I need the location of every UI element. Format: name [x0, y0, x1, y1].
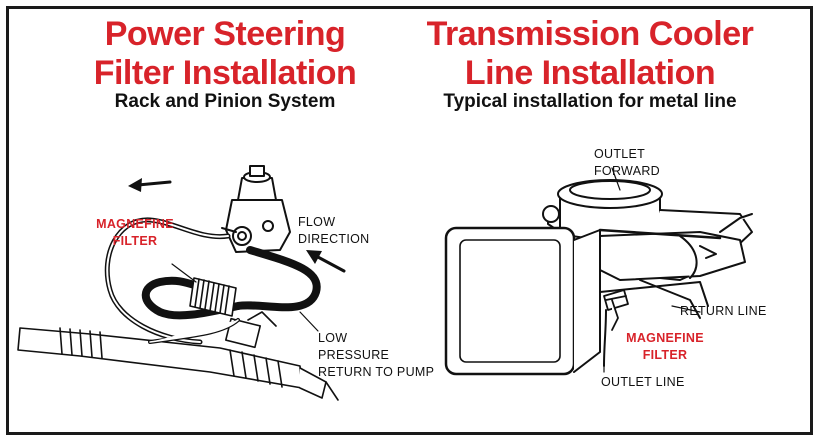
low-label-line3: RETURN TO PUMP	[318, 365, 435, 379]
left-title-line2: Filter Installation	[93, 54, 357, 92]
low-pressure-return-label: LOW PRESSURE RETURN TO PUMP	[318, 330, 434, 381]
magnefine-filter-left	[171, 263, 237, 317]
outlet-line-label: OUTLET LINE	[601, 375, 685, 389]
right-title-line2: Line Installation	[464, 54, 716, 92]
flow-arrow-top-icon	[128, 178, 172, 192]
right-subtitle: Typical installation for metal line	[443, 91, 737, 112]
left-subtitle: Rack and Pinion System	[114, 91, 336, 112]
transmission-body	[542, 179, 753, 319]
return-line-label: RETURN LINE	[680, 304, 767, 318]
magnefine-filter-label-right: MAGNEFINE FILTER	[620, 330, 710, 364]
outlet-forward-line2: FORWARD	[594, 164, 660, 178]
magnefine-label-line1: MAGNEFINE	[96, 217, 174, 231]
flow-label-line1: FLOW	[298, 215, 336, 229]
flow-label-line2: DIRECTION	[298, 232, 370, 246]
flow-direction-label: FLOW DIRECTION	[298, 214, 369, 248]
cooler-line-outlet	[603, 309, 607, 367]
magnefine-right-line1: MAGNEFINE	[626, 331, 704, 345]
outlet-forward-label: OUTLET FORWARD	[594, 146, 660, 180]
outlet-forward-line1: OUTLET	[594, 147, 646, 161]
low-label-line1: LOW	[318, 331, 348, 345]
magnefine-label-line2: FILTER	[112, 234, 158, 248]
magnefine-filter-label-left: MAGNEFINE FILTER	[90, 216, 180, 250]
magnefine-filter-right	[603, 289, 629, 331]
rack-and-pinion	[17, 311, 339, 401]
flow-arrow-right-icon	[306, 250, 346, 273]
low-label-line2: PRESSURE	[318, 348, 390, 362]
border-frame	[6, 6, 813, 435]
cooler-line-return	[599, 281, 709, 307]
radiator	[444, 226, 722, 376]
left-title-line1: Power Steering	[104, 15, 346, 53]
magnefine-right-line2: FILTER	[642, 348, 688, 362]
right-title-line1: Transmission Cooler	[426, 15, 754, 53]
power-steering-pump	[221, 165, 291, 253]
